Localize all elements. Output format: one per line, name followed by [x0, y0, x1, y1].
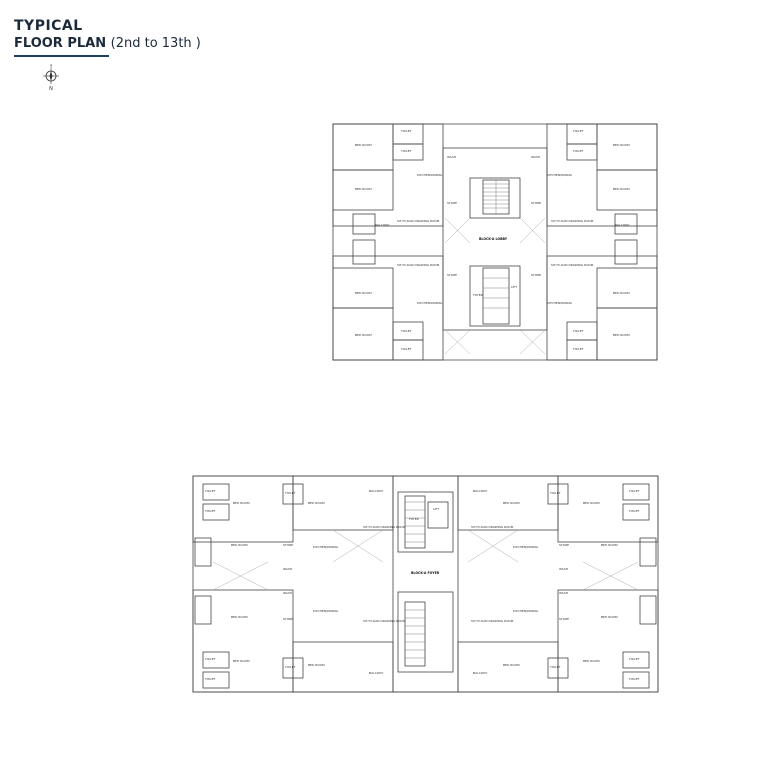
svg-text:TOILET: TOILET — [284, 491, 296, 495]
svg-text:BED ROOM: BED ROOM — [233, 659, 250, 663]
heading-line-typical: TYPICAL — [14, 18, 83, 34]
svg-text:BED ROOM: BED ROOM — [355, 187, 372, 191]
svg-text:BED ROOM: BED ROOM — [601, 543, 618, 547]
svg-text:SIT-TV-DAN DRAWING ROOM: SIT-TV-DAN DRAWING ROOM — [551, 219, 594, 223]
svg-text:STORE: STORE — [559, 617, 569, 621]
svg-text:KITCHEN/DINING: KITCHEN/DINING — [417, 301, 443, 305]
svg-text:BLOCK-A FOYER: BLOCK-A FOYER — [411, 571, 440, 575]
svg-text:STORE: STORE — [447, 273, 457, 277]
svg-text:TOILET: TOILET — [204, 489, 216, 493]
svg-text:SIT-TV-DAN DRAWING ROOM: SIT-TV-DAN DRAWING ROOM — [397, 263, 440, 267]
svg-text:BED ROOM: BED ROOM — [355, 143, 372, 147]
svg-text:BED ROOM: BED ROOM — [233, 501, 250, 505]
svg-text:BALCONY: BALCONY — [369, 671, 383, 675]
svg-text:WASH: WASH — [283, 591, 292, 595]
svg-text:WASH: WASH — [559, 567, 568, 571]
svg-text:TOILET: TOILET — [628, 489, 640, 493]
svg-text:TOILET: TOILET — [628, 677, 640, 681]
svg-text:KITCHEN/DINING: KITCHEN/DINING — [513, 609, 539, 613]
svg-text:TOILET: TOILET — [400, 129, 412, 133]
svg-text:SIT-TV-DAN DRAWING ROOM: SIT-TV-DAN DRAWING ROOM — [397, 219, 440, 223]
svg-text:BED ROOM: BED ROOM — [308, 501, 325, 505]
svg-text:BALCONY: BALCONY — [473, 671, 487, 675]
svg-text:KITCHEN/DINING: KITCHEN/DINING — [547, 301, 573, 305]
svg-text:BED ROOM: BED ROOM — [601, 615, 618, 619]
svg-text:BALCONY: BALCONY — [615, 223, 629, 227]
svg-text:TOILET: TOILET — [400, 329, 412, 333]
svg-text:SIT-TV-DAN DRAWING ROOM: SIT-TV-DAN DRAWING ROOM — [471, 619, 514, 623]
heading-line-floor-plan: FLOOR PLAN (2nd to 13th ) — [14, 36, 201, 51]
svg-text:WASH: WASH — [447, 155, 456, 159]
svg-text:KITCHEN/DINING: KITCHEN/DINING — [313, 545, 339, 549]
svg-text:TOILET: TOILET — [400, 149, 412, 153]
svg-text:LIFT: LIFT — [433, 507, 439, 511]
svg-text:KITCHEN/DINING: KITCHEN/DINING — [547, 173, 573, 177]
heading-floor-range: (2nd to 13th ) — [110, 36, 201, 51]
svg-text:SIT-TV-DAN DRAWING ROOM: SIT-TV-DAN DRAWING ROOM — [363, 525, 406, 529]
svg-text:TOILET: TOILET — [204, 677, 216, 681]
svg-text:BED ROOM: BED ROOM — [231, 543, 248, 547]
svg-text:TOILET: TOILET — [549, 665, 561, 669]
svg-text:BED ROOM: BED ROOM — [503, 663, 520, 667]
svg-text:TOILET: TOILET — [628, 657, 640, 661]
heading-underline — [14, 55, 109, 57]
svg-text:BLOCK-A LOBBY: BLOCK-A LOBBY — [479, 237, 508, 241]
compass-north-label: N — [49, 86, 53, 92]
floor-plan-block-bottom: BED ROOM BED ROOM BED ROOM BED ROOM BED … — [183, 462, 668, 710]
svg-text:FOYER: FOYER — [409, 517, 419, 521]
svg-text:STORE: STORE — [283, 543, 293, 547]
svg-text:TOILET: TOILET — [204, 657, 216, 661]
svg-text:SIT-TV-DAN DRAWING ROOM: SIT-TV-DAN DRAWING ROOM — [471, 525, 514, 529]
svg-text:TOILET: TOILET — [284, 665, 296, 669]
svg-text:BALCONY: BALCONY — [473, 489, 487, 493]
svg-text:FOYER: FOYER — [473, 293, 483, 297]
svg-text:TOILET: TOILET — [572, 149, 584, 153]
svg-text:TOILET: TOILET — [549, 491, 561, 495]
svg-text:KITCHEN/DINING: KITCHEN/DINING — [513, 545, 539, 549]
plan-heading: TYPICAL FLOOR PLAN (2nd to 13th ) — [14, 18, 201, 51]
svg-text:SIT-TV-DAN DRAWING ROOM: SIT-TV-DAN DRAWING ROOM — [363, 619, 406, 623]
svg-text:BED ROOM: BED ROOM — [613, 291, 630, 295]
svg-text:TOILET: TOILET — [572, 347, 584, 351]
svg-text:WASH: WASH — [559, 591, 568, 595]
floor-plan-block-top: BED ROOM BED ROOM BED ROOM BED ROOM BED … — [325, 118, 665, 368]
svg-text:LIFT: LIFT — [511, 285, 517, 289]
svg-text:STORE: STORE — [531, 273, 541, 277]
svg-text:TOILET: TOILET — [572, 129, 584, 133]
heading-floor-plan-text: FLOOR PLAN — [14, 36, 107, 51]
svg-text:BED ROOM: BED ROOM — [583, 659, 600, 663]
svg-text:BED ROOM: BED ROOM — [355, 333, 372, 337]
svg-text:↑: ↑ — [49, 64, 53, 70]
svg-text:STORE: STORE — [559, 543, 569, 547]
svg-text:BED ROOM: BED ROOM — [355, 291, 372, 295]
svg-text:WASH: WASH — [283, 567, 292, 571]
svg-text:STORE: STORE — [447, 201, 457, 205]
svg-text:BED ROOM: BED ROOM — [583, 501, 600, 505]
svg-text:KITCHEN/DINING: KITCHEN/DINING — [417, 173, 443, 177]
svg-text:TOILET: TOILET — [572, 329, 584, 333]
svg-text:BED ROOM: BED ROOM — [613, 333, 630, 337]
svg-text:SIT-TV-DAN DRAWING ROOM: SIT-TV-DAN DRAWING ROOM — [551, 263, 594, 267]
svg-text:STORE: STORE — [531, 201, 541, 205]
svg-text:BALCONY: BALCONY — [369, 489, 383, 493]
svg-text:BALCONY: BALCONY — [375, 223, 389, 227]
svg-text:WASH: WASH — [531, 155, 540, 159]
svg-text:KITCHEN/DINING: KITCHEN/DINING — [313, 609, 339, 613]
svg-text:BED ROOM: BED ROOM — [308, 663, 325, 667]
svg-text:STORE: STORE — [283, 617, 293, 621]
svg-text:BED ROOM: BED ROOM — [613, 187, 630, 191]
svg-text:TOILET: TOILET — [400, 347, 412, 351]
svg-text:TOILET: TOILET — [204, 509, 216, 513]
svg-text:BED ROOM: BED ROOM — [231, 615, 248, 619]
svg-text:BED ROOM: BED ROOM — [503, 501, 520, 505]
svg-text:BED ROOM: BED ROOM — [613, 143, 630, 147]
north-arrow-compass-icon: ↑ N — [40, 62, 62, 92]
svg-text:TOILET: TOILET — [628, 509, 640, 513]
